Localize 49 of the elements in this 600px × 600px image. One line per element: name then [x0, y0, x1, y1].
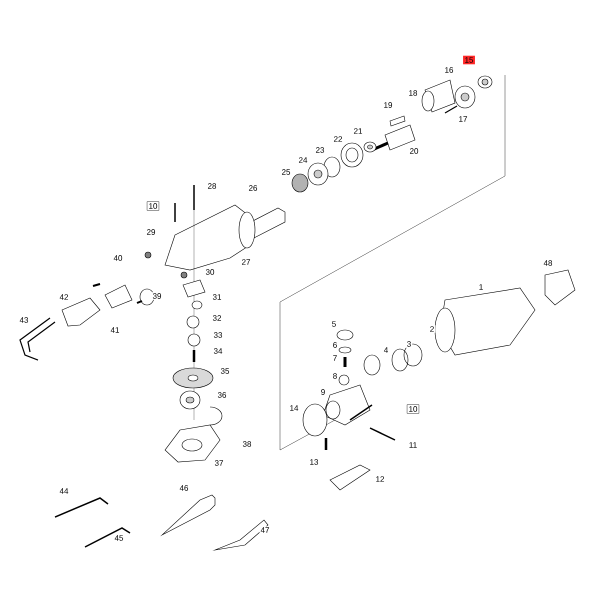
callout-number: 7	[332, 354, 338, 362]
callout-number: 14	[288, 404, 300, 412]
callout-number: 46	[178, 484, 190, 492]
callout-number: 45	[114, 534, 124, 542]
callout-number: 5	[330, 320, 338, 328]
callout-number: 31	[212, 293, 222, 301]
callout-number: 29	[146, 228, 156, 236]
callout-number: 33	[212, 331, 224, 339]
callout-number: 17	[458, 115, 468, 123]
callout-number: 36	[216, 391, 228, 399]
callout-number: 13	[308, 458, 320, 466]
callout-number: 6	[332, 341, 338, 349]
callout-number: 41	[110, 326, 120, 334]
callout-number: 20	[408, 147, 420, 155]
callout-number: 32	[212, 314, 222, 322]
callout-number: 16	[444, 66, 454, 74]
callout-number: 38	[242, 440, 252, 448]
callout-number: 22	[332, 135, 344, 143]
callout-number: 47	[260, 526, 270, 534]
callout-number: 4	[382, 346, 390, 354]
callout-number: 24	[298, 156, 308, 164]
boxed-callout-number: 10	[146, 201, 160, 211]
boxed-callout-number: 10	[406, 404, 420, 414]
callout-number: 44	[58, 487, 70, 495]
callout-number: 8	[332, 372, 338, 380]
callout-number: 27	[240, 258, 252, 266]
callout-number: 30	[204, 268, 216, 276]
callout-number: 3	[406, 340, 412, 348]
callout-number: 21	[352, 127, 364, 135]
callout-number: 25	[280, 168, 292, 176]
callout-number: 9	[320, 388, 326, 396]
callout-number: 40	[112, 254, 124, 262]
callout-number: 23	[314, 146, 326, 154]
callout-number: 26	[248, 184, 258, 192]
callout-number: 39	[152, 292, 162, 300]
callout-number: 11	[408, 441, 418, 449]
callout-number: 18	[408, 89, 418, 97]
callout-number: 34	[212, 347, 224, 355]
callout-number: 19	[382, 101, 394, 109]
callout-number: 1	[478, 283, 484, 291]
callout-number: 48	[542, 259, 554, 267]
callout-number: 42	[58, 293, 70, 301]
callout-number: 12	[374, 475, 386, 483]
callout-number: 35	[220, 367, 230, 375]
highlighted-callout-number: 15	[463, 56, 475, 64]
callout-number: 43	[18, 316, 30, 324]
callout-number: 37	[214, 459, 224, 467]
callout-number: 28	[206, 182, 218, 190]
callout-number: 2	[428, 325, 436, 333]
